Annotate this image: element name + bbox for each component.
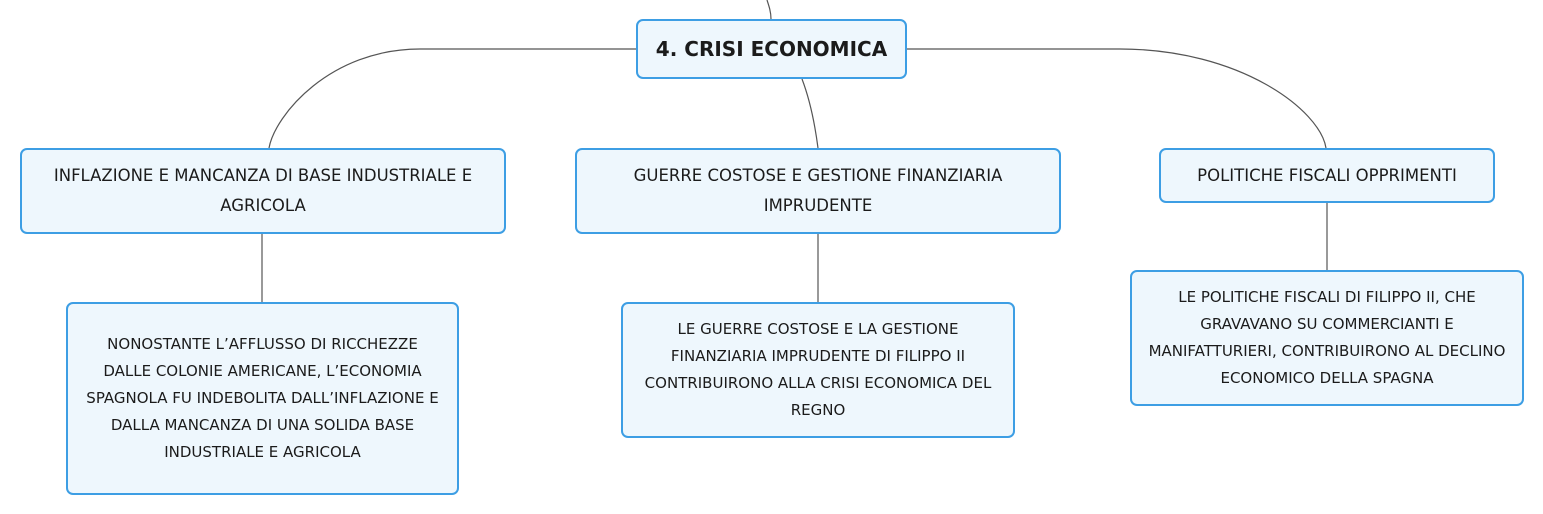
detail-node-text: LE GUERRE COSTOSE E LA GESTIONE FINANZIA… <box>644 320 992 419</box>
topic-node-inflation[interactable]: INFLAZIONE E MANCANZA DI BASE INDUSTRIAL… <box>20 148 506 234</box>
detail-node-text: LE POLITICHE FISCALI DI FILIPPO II, CHE … <box>1148 288 1506 387</box>
connector-root-to-topic-3 <box>907 48 1327 149</box>
topic-node-fiscal-policies[interactable]: POLITICHE FISCALI OPPRIMENTI <box>1159 148 1495 203</box>
detail-node-fiscal-policies[interactable]: LE POLITICHE FISCALI DI FILIPPO II, CHE … <box>1130 270 1524 406</box>
connector-root-to-topic-2 <box>801 78 819 149</box>
connector-root-to-topic-1 <box>268 48 636 149</box>
topic-node-label: INFLAZIONE E MANCANZA DI BASE INDUSTRIAL… <box>53 166 473 215</box>
root-node[interactable]: 4. CRISI ECONOMICA <box>636 19 907 79</box>
topic-node-label: GUERRE COSTOSE E GESTIONE FINANZIARIA IM… <box>633 166 1003 215</box>
detail-node-inflation[interactable]: NONOSTANTE L’AFFLUSSO DI RICCHEZZE DALLE… <box>66 302 459 495</box>
detail-node-text: NONOSTANTE L’AFFLUSSO DI RICCHEZZE DALLE… <box>86 335 439 461</box>
detail-node-wars[interactable]: LE GUERRE COSTOSE E LA GESTIONE FINANZIA… <box>621 302 1015 438</box>
root-node-label: 4. CRISI ECONOMICA <box>655 37 888 61</box>
topic-node-label: POLITICHE FISCALI OPPRIMENTI <box>1197 165 1457 185</box>
topic-node-wars[interactable]: GUERRE COSTOSE E GESTIONE FINANZIARIA IM… <box>575 148 1061 234</box>
connector-parent-to-root <box>766 0 772 20</box>
